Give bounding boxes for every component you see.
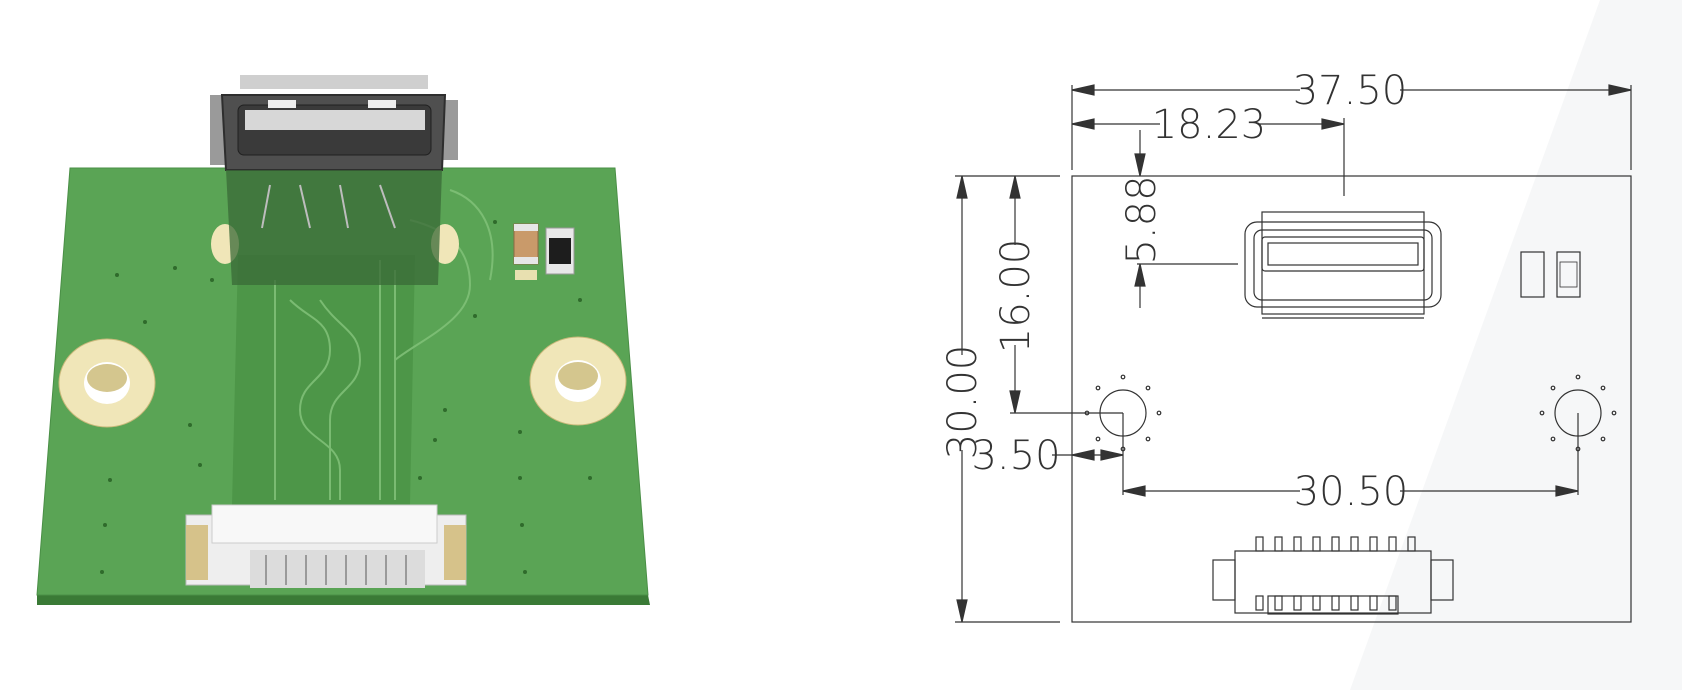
traces — [274, 189, 494, 500]
dim-usb-top-offset: 5.88 — [1119, 175, 1165, 264]
smd-resistor — [545, 227, 575, 275]
mount-hole-right — [529, 336, 627, 426]
pin-header-outline — [1212, 536, 1454, 615]
dim-usb-center-x: 18.23 — [1152, 102, 1267, 148]
background-wedge — [1350, 0, 1682, 690]
usb-connector-outline — [1244, 211, 1442, 319]
dim-total-height: 30.00 — [940, 345, 986, 460]
smd-pad — [515, 270, 537, 280]
smd-capacitor — [513, 223, 539, 265]
res-outline — [1556, 251, 1581, 298]
cap-outline — [1520, 251, 1545, 298]
usb-a-connector-3d — [210, 75, 458, 285]
dimension-labels: 37.50 18.23 30.50 3.50 5.88 16.00 30.00 — [940, 68, 1408, 515]
res-body — [1559, 261, 1578, 288]
dim-hole-spacing: 30.50 — [1294, 469, 1409, 515]
board-outline — [1071, 175, 1632, 623]
dim-hole-y: 16.00 — [993, 239, 1039, 354]
pcb-3d-render — [36, 75, 650, 605]
dimension-drawing — [955, 85, 1632, 623]
dimension-lines — [956, 84, 1632, 623]
dim-hole-x: 3.50 — [971, 433, 1060, 479]
mount-hole-left — [58, 338, 156, 428]
vias — [100, 220, 592, 574]
pcb-edge — [37, 595, 650, 605]
trace-region — [232, 255, 415, 505]
dim-total-width: 37.50 — [1293, 68, 1408, 114]
pin-header-3d — [185, 504, 467, 588]
